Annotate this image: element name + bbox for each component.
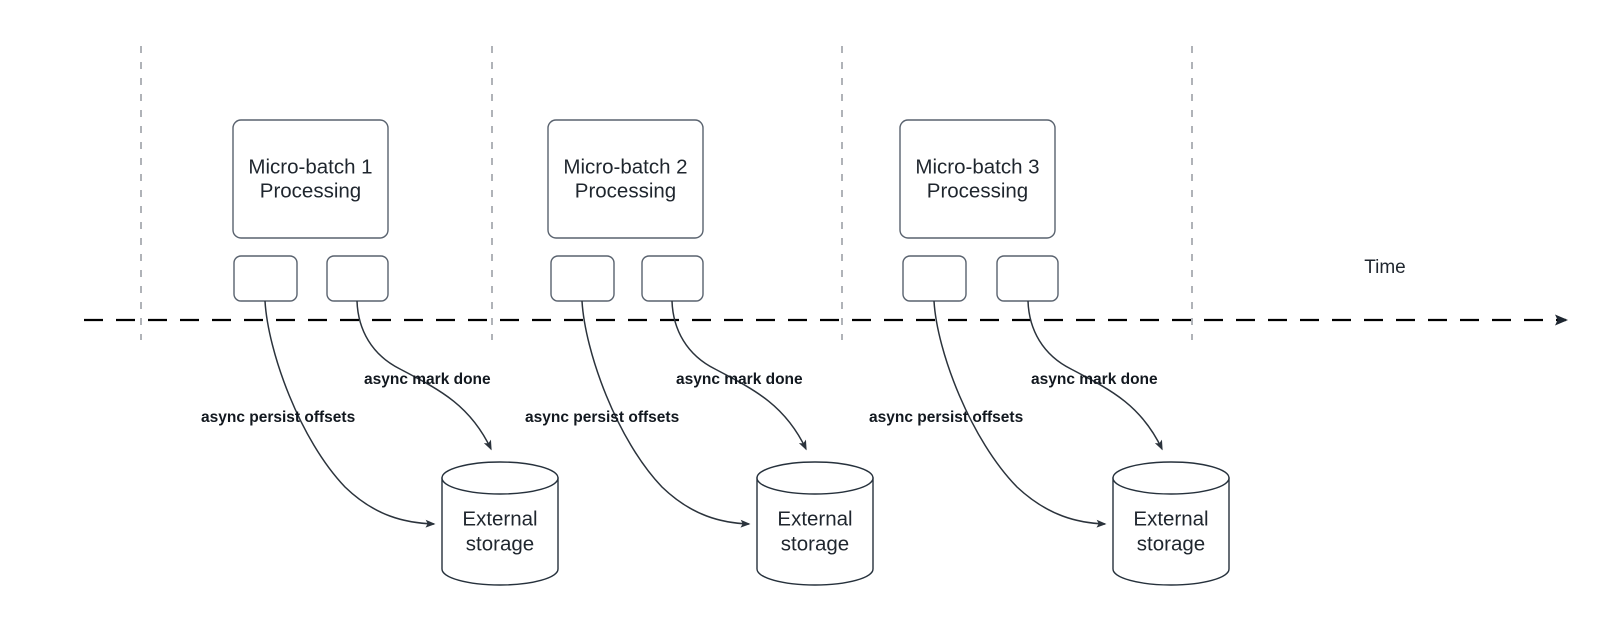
task-box-persist-task-micro-batch-2[interactable] [550,255,615,302]
edge-label-persist-offsets-edge: async persist offsets [525,409,679,426]
edge-mark-done-edge-micro-batch-2 [671,300,807,451]
storage-cylinder-body [756,477,874,586]
timeline-axis-label: Time [1364,257,1406,278]
edge-persist-offsets-edge-micro-batch-3 [933,300,1107,528]
timeline-tick-lines [140,46,1193,340]
storage-label-line1: External [1133,507,1208,530]
edge-label-persist-offsets-edge: async persist offsets [201,409,355,426]
task-box-mark-task-micro-batch-2[interactable] [641,255,704,302]
processing-box-micro-batch-3[interactable] [899,119,1056,239]
storage-cylinder-body [1112,477,1230,586]
edge-mark-done-edge-micro-batch-1 [356,300,492,451]
task-box-mark-task-micro-batch-1[interactable] [326,255,389,302]
edge-persist-offsets-edge-micro-batch-2 [581,300,751,528]
processing-box-title: Micro-batch 3 [915,155,1039,178]
storage-cylinder-top[interactable] [756,461,874,495]
storage-label-line1: External [777,507,852,530]
processing-box-title: Micro-batch 2 [563,155,687,178]
processing-box-subtitle: Processing [260,179,361,202]
edge-label-mark-done-edge: async mark done [1031,371,1158,388]
processing-box-subtitle: Processing [927,179,1028,202]
edge-mark-done-edge-micro-batch-3 [1027,300,1163,451]
task-box-mark-task-micro-batch-3[interactable] [996,255,1059,302]
storage-cylinder-top[interactable] [441,461,559,495]
processing-box-title: Micro-batch 1 [248,155,372,178]
task-box-persist-task-micro-batch-1[interactable] [233,255,298,302]
processing-box-micro-batch-2[interactable] [547,119,704,239]
micro-batch-groups-layer: Micro-batch 1ProcessingExternalstorageas… [201,119,1230,586]
storage-label-line1: External [462,507,537,530]
storage-label-line2: storage [466,532,534,555]
processing-box-micro-batch-1[interactable] [232,119,389,239]
edge-label-mark-done-edge: async mark done [676,371,803,388]
timeline-axis-group: Time [84,257,1568,326]
storage-cylinder-body [441,477,559,586]
edge-persist-offsets-edge-micro-batch-1 [264,300,436,528]
task-box-persist-task-micro-batch-3[interactable] [902,255,967,302]
edge-label-mark-done-edge: async mark done [364,371,491,388]
edge-label-persist-offsets-edge: async persist offsets [869,409,1023,426]
processing-box-subtitle: Processing [575,179,676,202]
storage-label-line2: storage [1137,532,1205,555]
storage-label-line2: storage [781,532,849,555]
storage-cylinder-top[interactable] [1112,461,1230,495]
